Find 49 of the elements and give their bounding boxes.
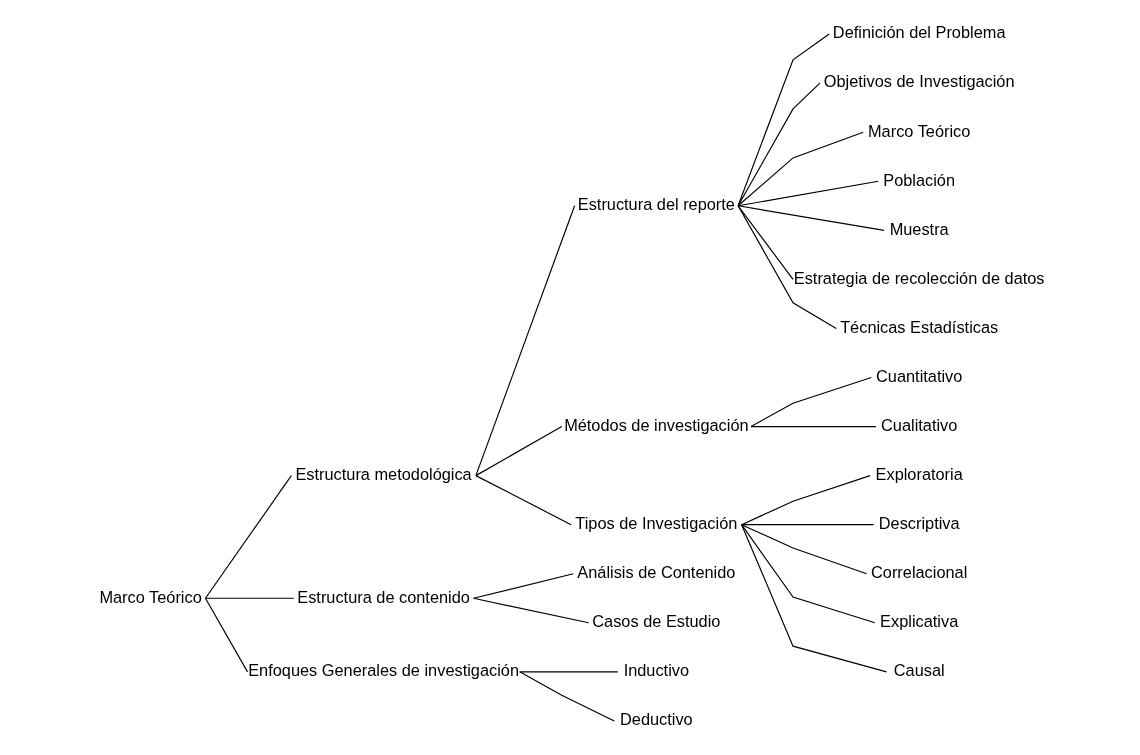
connector: [749, 376, 872, 428]
connector: [204, 475, 292, 599]
node-text: Muestra: [889, 219, 949, 238]
connector: [204, 597, 248, 673]
connector: [740, 524, 867, 575]
node-text: Causal: [893, 661, 945, 680]
node-text: Técnicas Estadísticas: [839, 317, 998, 336]
node-text: Cuantitativo: [875, 366, 962, 385]
node-text: Estructura de contenido: [296, 587, 470, 606]
connector: [740, 524, 874, 526]
connector: [737, 205, 794, 280]
node-text: Análisis de Contenido: [576, 563, 735, 582]
node-text: Estructura del reporte: [577, 195, 735, 214]
node-text: Casos de Estudio: [591, 612, 720, 631]
connector: [740, 524, 875, 624]
node-text: Estructura metodológica: [294, 464, 472, 483]
connector: [204, 597, 294, 599]
node-text: Inductivo: [623, 661, 689, 680]
connector: [740, 475, 871, 526]
node-text: Definición del Problema: [832, 23, 1005, 42]
node-text: Marco Teórico: [98, 587, 202, 606]
connector: [740, 524, 887, 673]
node-text: Objetivos de Investigación: [823, 72, 1015, 91]
connector: [737, 82, 820, 207]
connector: [737, 180, 879, 207]
node-text: Enfoques Generales de investigación: [247, 661, 519, 680]
node-text: Explicativa: [879, 612, 958, 631]
node-text: Exploratoria: [875, 464, 963, 483]
connector: [474, 205, 575, 477]
connector: [518, 671, 615, 722]
node-text: Métodos de investigación: [563, 415, 749, 434]
node-text: Marco Teórico: [867, 121, 970, 140]
connector: [472, 573, 574, 599]
connector: [737, 33, 830, 207]
node-text: Estrategia de recolección de datos: [793, 268, 1045, 287]
connector: [472, 597, 589, 624]
connector: [474, 425, 562, 477]
node-text: Correlacional: [870, 563, 967, 582]
connector: [737, 205, 837, 330]
node-text: Tipos de Investigación: [574, 514, 737, 532]
connector: [737, 131, 864, 207]
node-text: Descriptiva: [878, 514, 960, 532]
node-text: Cualitativo: [880, 415, 957, 434]
connector: [749, 425, 877, 428]
node-text: Población: [882, 170, 955, 189]
connector: [737, 205, 885, 231]
node-text: Deductivo: [619, 710, 693, 729]
connector: [474, 475, 572, 526]
connector: [518, 671, 618, 673]
